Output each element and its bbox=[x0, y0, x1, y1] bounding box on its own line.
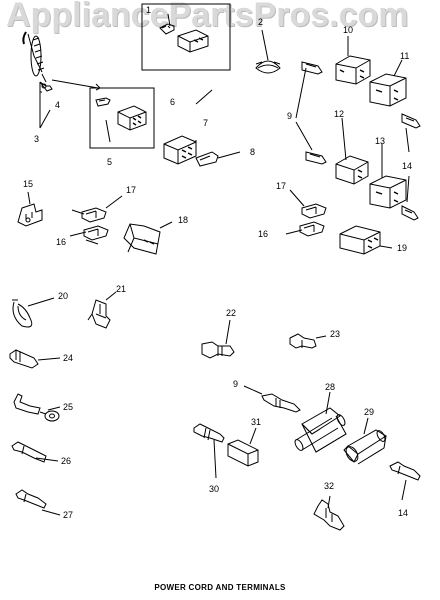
part-9-terminal-lower bbox=[261, 393, 301, 413]
callout-26: 26 bbox=[61, 456, 72, 466]
part-25-ring-terminal bbox=[13, 393, 60, 422]
callout-23: 23 bbox=[330, 329, 341, 339]
callout-17-left: 17 bbox=[126, 185, 137, 195]
part-1-connector bbox=[177, 29, 209, 53]
part-21-clip bbox=[87, 299, 111, 329]
diagram-caption: POWER CORD AND TERMINALS bbox=[154, 583, 286, 592]
callout-2: 2 bbox=[258, 17, 264, 27]
callout-8: 8 bbox=[250, 147, 256, 157]
part-15-bracket bbox=[17, 203, 43, 227]
part-16-terminal-left bbox=[83, 225, 109, 241]
part-20-loop-clamp bbox=[12, 299, 33, 328]
part-17-terminal-left bbox=[81, 207, 107, 223]
callout-9-upper: 9 bbox=[287, 111, 293, 121]
part-31-housing bbox=[227, 439, 259, 467]
callout-31: 31 bbox=[251, 417, 262, 427]
part-14-terminal-bottom bbox=[389, 461, 421, 481]
part-8-terminal bbox=[195, 151, 219, 167]
part-1-terminal-small bbox=[159, 23, 175, 35]
callout-15: 15 bbox=[23, 179, 34, 189]
part-28-insulator-tube bbox=[301, 407, 347, 453]
callout-13: 13 bbox=[375, 136, 386, 146]
part-24-terminal bbox=[9, 349, 39, 369]
callout-17-right: 17 bbox=[276, 181, 287, 191]
callout-28: 28 bbox=[325, 382, 336, 392]
part-22-terminal bbox=[201, 341, 235, 359]
callout-12: 12 bbox=[334, 109, 345, 119]
callout-9-lower: 9 bbox=[233, 379, 239, 389]
watermark: AppliancePartsPros.com bbox=[6, 0, 409, 34]
callout-22: 22 bbox=[226, 308, 237, 318]
part-12-connector bbox=[335, 155, 369, 185]
part-14-terminal-upper bbox=[401, 113, 421, 129]
callout-3: 3 bbox=[34, 134, 40, 144]
callout-21: 21 bbox=[116, 284, 127, 294]
inset-box-parts-5-6 bbox=[89, 87, 155, 149]
callout-10: 10 bbox=[343, 25, 354, 35]
callout-18: 18 bbox=[178, 215, 189, 225]
callout-1: 1 bbox=[146, 5, 152, 15]
callout-5: 5 bbox=[107, 157, 113, 167]
part-9-terminal-b bbox=[305, 151, 327, 165]
part-7-connector bbox=[163, 135, 197, 165]
part-9-terminal-a bbox=[301, 61, 323, 75]
callout-11: 11 bbox=[400, 51, 410, 61]
callout-25: 25 bbox=[63, 402, 74, 412]
part-10-connector bbox=[335, 55, 371, 85]
part-13-connector bbox=[369, 175, 407, 209]
callout-30: 30 bbox=[209, 484, 220, 494]
callout-29: 29 bbox=[364, 407, 375, 417]
part-29-boot bbox=[343, 429, 387, 465]
callout-32: 32 bbox=[324, 481, 335, 491]
part-17-terminal-right bbox=[301, 203, 327, 219]
callout-16-left: 16 bbox=[56, 237, 67, 247]
callout-27: 27 bbox=[63, 510, 74, 520]
part-16-terminal-right bbox=[299, 221, 325, 237]
part-4-terminal bbox=[39, 81, 53, 92]
callout-24: 24 bbox=[63, 353, 74, 363]
callout-7: 7 bbox=[203, 118, 209, 128]
part-11-connector bbox=[369, 73, 407, 107]
part-32-terminal bbox=[313, 499, 345, 531]
part-3-strain-relief bbox=[22, 31, 47, 83]
callout-14-lower: 14 bbox=[398, 508, 409, 518]
part-30-terminal bbox=[193, 423, 225, 443]
inset-box-part-1 bbox=[141, 3, 231, 71]
callout-4: 4 bbox=[55, 100, 61, 110]
callout-6: 6 bbox=[170, 97, 176, 107]
part-2-clamp bbox=[255, 60, 281, 74]
part-18-connector-housing bbox=[123, 223, 161, 255]
callout-19: 19 bbox=[397, 243, 408, 253]
callout-16-right: 16 bbox=[258, 229, 269, 239]
part-27-terminal bbox=[15, 489, 47, 509]
callout-20: 20 bbox=[58, 291, 69, 301]
part-14-terminal-lower bbox=[401, 205, 419, 221]
part-5-terminal bbox=[95, 97, 111, 107]
callout-14-upper: 14 bbox=[402, 161, 413, 171]
part-6-connector bbox=[117, 105, 147, 131]
part-23-terminal bbox=[289, 333, 317, 349]
part-19-connector bbox=[339, 225, 381, 255]
part-28-sleeve bbox=[294, 417, 339, 451]
